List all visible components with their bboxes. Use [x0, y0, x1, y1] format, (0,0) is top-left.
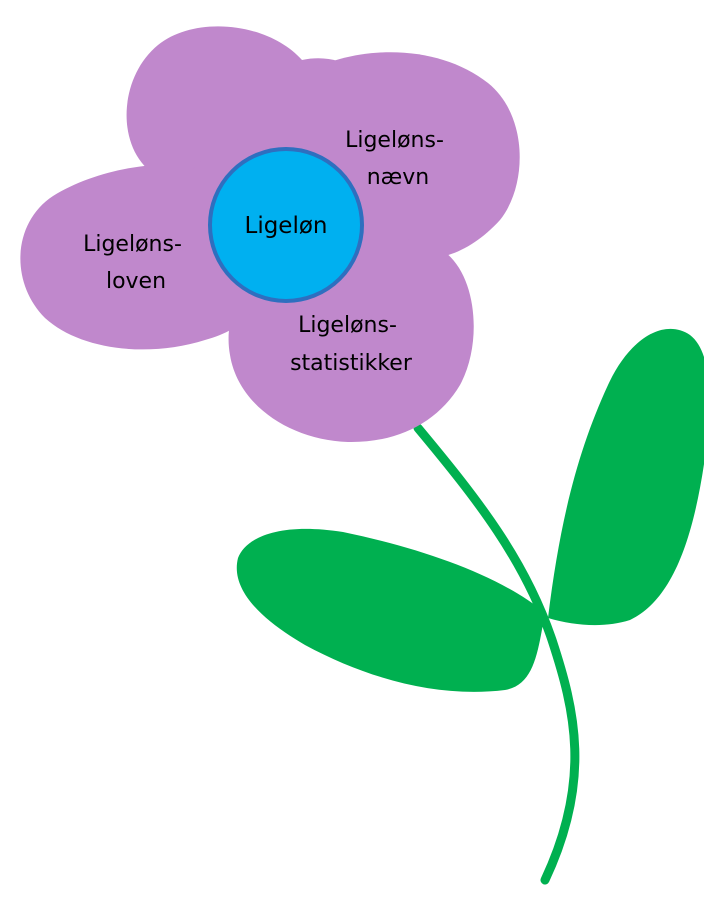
petal-label-naevn-line2: nævn [367, 165, 430, 190]
leaf-right [548, 329, 704, 625]
petal-label-statistikker-line2: statistikker [290, 351, 413, 376]
petal-label-naevn-line1: Ligeløns- [345, 128, 444, 153]
petal-label-loven-line2: loven [106, 269, 166, 294]
leaf-left [237, 529, 545, 692]
center-label: Ligeløn [245, 213, 328, 239]
petal-label-loven-line1: Ligeløns- [83, 232, 182, 257]
flower-center: Ligeløn [210, 149, 362, 301]
petal-label-statistikker-line1: Ligeløns- [298, 313, 397, 338]
